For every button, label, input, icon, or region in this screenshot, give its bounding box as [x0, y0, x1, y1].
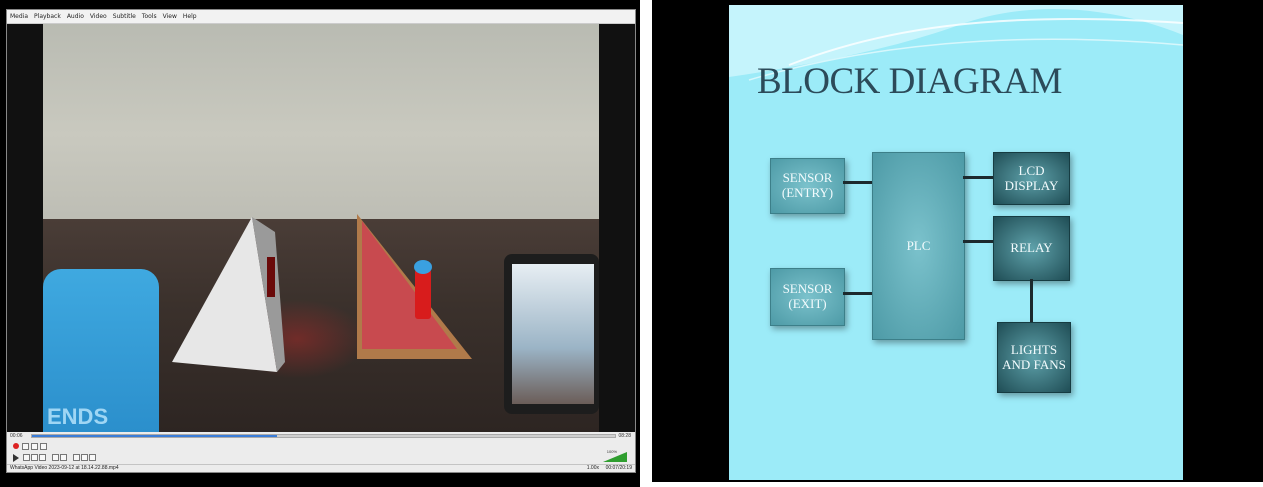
extended-settings-icon[interactable] — [60, 454, 67, 461]
block-plc: PLC — [872, 152, 965, 340]
playlist-icon[interactable] — [73, 454, 80, 461]
fullscreen-icon[interactable] — [52, 454, 59, 461]
slide-title: BLOCK DIAGRAM — [757, 61, 1062, 102]
playback-speed[interactable]: 1.00x — [586, 465, 599, 471]
media-player-window: Media Playback Audio Video Subtitle Tool… — [6, 9, 636, 473]
loop-icon[interactable] — [31, 443, 38, 450]
player-controls: 00:06 08:28 100% WhatsApp Video 2023-09-… — [7, 432, 635, 472]
loop-mode-icon[interactable] — [81, 454, 88, 461]
cardboard-prism-model — [357, 214, 472, 359]
previous-icon[interactable] — [23, 454, 30, 461]
arrow-entry-to-plc — [843, 181, 872, 184]
frame-step-icon[interactable] — [40, 443, 47, 450]
total-time: 08:28 — [618, 433, 631, 439]
left-panel: Media Playback Audio Video Subtitle Tool… — [0, 0, 640, 487]
volume-slider[interactable] — [603, 452, 627, 462]
arrow-plc-to-relay — [963, 240, 993, 243]
play-icon[interactable] — [13, 454, 19, 462]
status-timecode: 00:07/20:19 — [605, 465, 632, 471]
menu-help[interactable]: Help — [182, 13, 197, 20]
menu-audio[interactable]: Audio — [66, 13, 84, 20]
stop-icon[interactable] — [31, 454, 38, 461]
menu-playback[interactable]: Playback — [34, 13, 61, 20]
bluetooth-speaker — [43, 269, 159, 432]
block-lcd-display: LCD DISPLAY — [993, 152, 1070, 205]
block-sensor-entry: SENSOR (ENTRY) — [770, 158, 845, 214]
menu-tools[interactable]: Tools — [141, 13, 157, 20]
block-relay: RELAY — [993, 216, 1070, 281]
arrow-plc-to-lcd — [963, 176, 993, 179]
volume-label: 100% — [606, 449, 617, 454]
elapsed-time: 00:06 — [10, 433, 23, 439]
menu-bar: Media Playback Audio Video Subtitle Tool… — [7, 10, 635, 24]
slide-wave-decoration — [729, 5, 1183, 81]
seek-bar[interactable] — [31, 434, 616, 438]
arrow-relay-to-lights — [1030, 279, 1033, 322]
right-panel: BLOCK DIAGRAM SENSOR (ENTRY) SENSOR (EXI… — [652, 0, 1263, 482]
white-prism-model — [172, 217, 285, 372]
menu-media[interactable]: Media — [10, 13, 29, 20]
menu-video[interactable]: Video — [89, 13, 107, 20]
speaker-print: ENDS — [47, 404, 109, 429]
next-icon[interactable] — [39, 454, 46, 461]
menu-subtitle[interactable]: Subtitle — [112, 13, 136, 20]
block-lights-and-fans: LIGHTS AND FANS — [997, 322, 1071, 393]
status-bar: WhatsApp Video 2023-09-12 at 18.14.22.88… — [7, 464, 635, 473]
file-name: WhatsApp Video 2023-09-12 at 18.14.22.88… — [10, 465, 119, 471]
snapshot-icon[interactable] — [22, 443, 29, 450]
video-frame[interactable]: ENDS — [7, 24, 635, 432]
arrow-exit-to-plc — [843, 292, 872, 295]
seek-progress — [32, 435, 277, 437]
shuffle-icon[interactable] — [89, 454, 96, 461]
video-wall — [43, 24, 599, 224]
record-icon[interactable] — [13, 443, 19, 449]
presentation-slide: BLOCK DIAGRAM SENSOR (ENTRY) SENSOR (EXI… — [729, 5, 1183, 480]
menu-view[interactable]: View — [162, 13, 177, 20]
smartphone-screen — [512, 264, 594, 404]
block-sensor-exit: SENSOR (EXIT) — [770, 268, 845, 326]
